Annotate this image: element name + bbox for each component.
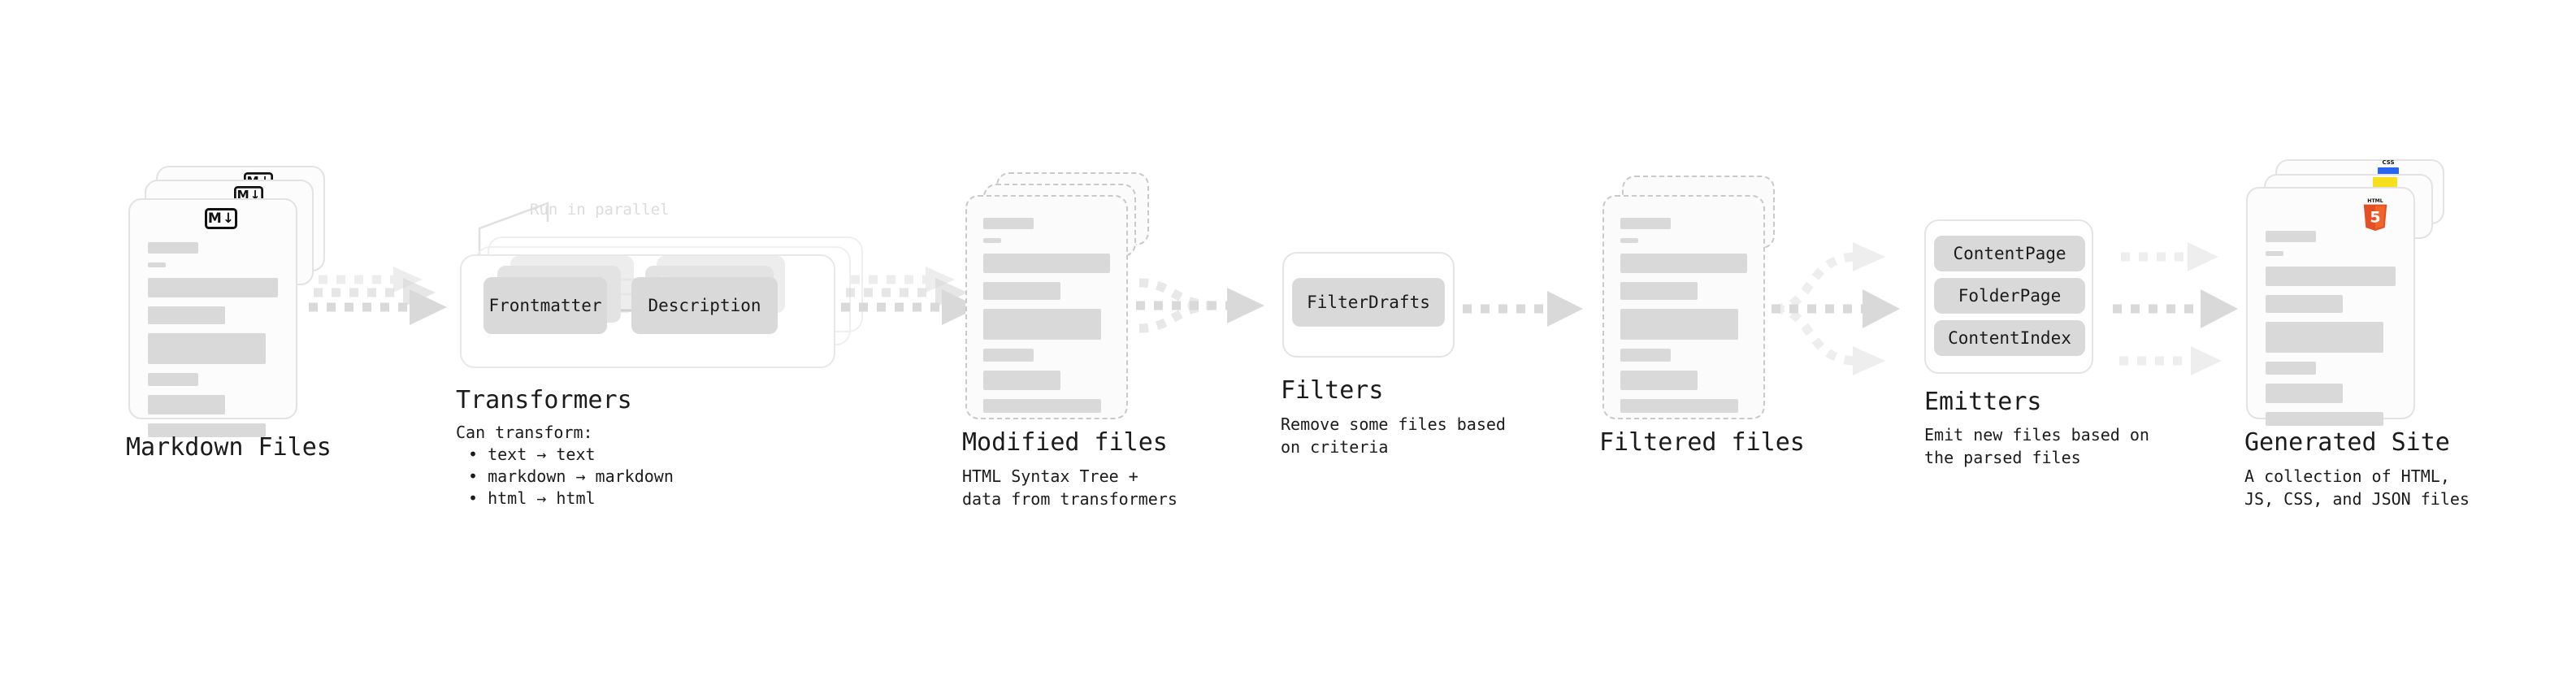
skeleton-bar [1620, 254, 1747, 273]
html5-badge: HTML 5 [2363, 198, 2387, 231]
skeleton-bar [983, 371, 1060, 390]
stage-title-modified-files: Modified files [962, 428, 1168, 457]
svg-text:HTML: HTML [2367, 198, 2383, 204]
stage-title-markdown-files: Markdown Files [126, 433, 332, 462]
skeleton-bar [2266, 231, 2316, 242]
emitters-subtitle: Emit new files based on the parsed files [1924, 425, 2149, 467]
transformer-chip-frontmatter[interactable]: Frontmatter [484, 277, 607, 334]
markdown-badge-arrow-icon: ↓ [222, 210, 235, 227]
stage-title-emitters: Emitters [1924, 388, 2042, 416]
transformers-subtitle: Can transform: [456, 423, 593, 442]
skeleton-bar [148, 423, 266, 437]
filtered-file-card-front [1602, 195, 1765, 419]
stage-title-transformers: Transformers [456, 386, 632, 414]
stage-title-generated-site: Generated Site [2244, 428, 2450, 457]
modified-file-card-front [965, 195, 1128, 419]
skeleton-bar [148, 306, 225, 324]
generated-site-subtitle: A collection of HTML, JS, CSS, and JSON … [2244, 466, 2470, 509]
skeleton-bar [1620, 399, 1738, 413]
skeleton-bar [148, 262, 166, 267]
markdown-file-card-front [128, 198, 297, 437]
modified-files-subtitle: HTML Syntax Tree + data from transformer… [962, 466, 1177, 509]
skeleton-bar [1620, 282, 1698, 300]
site-file-skeleton [2266, 231, 2396, 435]
markdown-file-skeleton [148, 242, 278, 446]
modified-file-skeleton [983, 218, 1110, 422]
skeleton-bar [148, 395, 225, 414]
connector-markdown-to-transformers [309, 267, 447, 325]
skeleton-bar [2266, 322, 2383, 353]
skeleton-bar [148, 373, 198, 386]
connector-filtered-to-emitters [1772, 242, 1900, 375]
filters-subtitle: Remove some files based on criteria [1281, 414, 1506, 457]
transformers-bullet-1: • text → text [468, 445, 596, 464]
skeleton-bar [2266, 295, 2343, 313]
skeleton-bar [2266, 412, 2383, 426]
markdown-badge-front: M ↓ [205, 208, 237, 229]
run-in-parallel-label: Run in parallel [530, 201, 670, 219]
skeleton-bar [148, 278, 278, 297]
site-file-card-html [2246, 187, 2415, 426]
skeleton-bar [983, 218, 1034, 229]
connector-modified-to-filters [1136, 278, 1264, 333]
skeleton-bar [1620, 371, 1698, 390]
svg-text:5: 5 [2370, 209, 2380, 227]
skeleton-bar [148, 242, 198, 254]
skeleton-bar [2266, 267, 2396, 286]
emitter-chip-folderpage[interactable]: FolderPage [1934, 278, 2085, 314]
skeleton-bar [2266, 251, 2283, 256]
stage-title-filters: Filters [1281, 376, 1384, 405]
skeleton-bar [2266, 384, 2343, 403]
markdown-badge-letter: M [207, 210, 222, 227]
emitter-chip-contentpage[interactable]: ContentPage [1934, 236, 2085, 271]
run-in-parallel-bracket [478, 202, 549, 262]
skeleton-bar [983, 238, 1001, 243]
skeleton-bar [983, 399, 1101, 413]
skeleton-bar [148, 333, 266, 364]
connector-transformers-to-modified [841, 267, 979, 325]
skeleton-bar [983, 254, 1110, 273]
transformers-bullet-3: • html → html [468, 488, 596, 508]
skeleton-bar [1620, 349, 1671, 362]
skeleton-bar [1620, 238, 1638, 243]
filter-chip-filterdrafts[interactable]: FilterDrafts [1292, 278, 1445, 327]
stage-title-filtered-files: Filtered files [1599, 428, 1805, 457]
skeleton-bar [983, 309, 1101, 340]
skeleton-bar [983, 282, 1060, 300]
css-badge-label: CSS [2382, 159, 2395, 166]
connector-filters-to-filtered [1463, 291, 1583, 327]
skeleton-bar [2266, 362, 2316, 375]
filtered-file-skeleton [1620, 218, 1747, 422]
skeleton-bar [1620, 309, 1738, 340]
emitter-chip-contentindex[interactable]: ContentIndex [1934, 320, 2085, 356]
skeleton-bar [983, 349, 1034, 362]
transformer-chip-description[interactable]: Description [631, 277, 778, 334]
skeleton-bar [1620, 218, 1671, 229]
transformers-bullet-2: • markdown → markdown [468, 466, 674, 486]
connector-emitters-to-site [2113, 242, 2238, 375]
css3-badge: CSS [2378, 159, 2399, 175]
